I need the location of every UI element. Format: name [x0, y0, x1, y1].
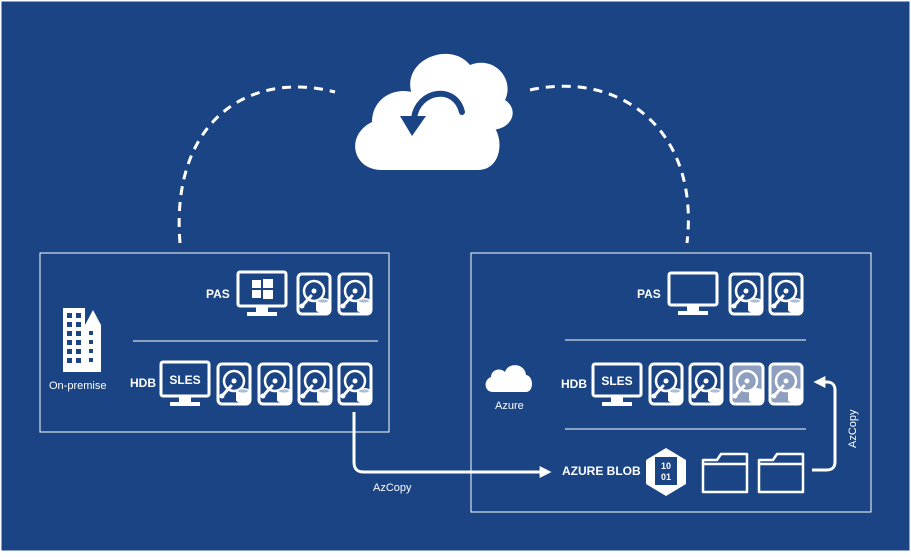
onprem-hdb-disk-1-icon [216, 362, 252, 406]
azure-box: Azure PAS HDB SLES AZURE BLOB 10 01 [470, 252, 872, 513]
windows-monitor-icon [236, 270, 288, 316]
azure-hdb-label: HDB [561, 377, 587, 391]
azure-cloud-icon [485, 365, 532, 392]
azcopy-label-right: AzCopy [847, 409, 859, 448]
cloud-sync-icon [355, 53, 513, 170]
buildings-icon [63, 308, 101, 372]
dashed-link-left [177, 85, 336, 244]
azcopy-arrow-to-hdb [812, 376, 837, 472]
onprem-hdb-disk-2-icon [257, 362, 293, 406]
onprem-sles-monitor-icon [159, 360, 211, 406]
azure-hdb-disk-2-icon [688, 362, 724, 406]
azure-hdb-disk-3-icon [729, 362, 765, 406]
onprem-pas-disk-2-icon [337, 272, 373, 316]
svg-text:10: 10 [661, 461, 671, 471]
azure-pas-disk-1-icon [728, 272, 764, 316]
onprem-hdb-disk-4-icon [337, 362, 373, 406]
onprem-hdb-label: HDB [130, 376, 156, 390]
blob-storage-icon: 10 01 [646, 448, 686, 496]
azure-sles-monitor-icon [591, 362, 643, 406]
azure-pas-disk-2-icon [768, 272, 804, 316]
azcopy-arrow-to-blob [352, 412, 552, 478]
azure-sles-label: SLES [601, 374, 632, 388]
onprem-box: On-premise PAS HDB SLES [39, 252, 390, 433]
azure-site-label: Azure [495, 400, 524, 412]
onprem-pas-label: PAS [206, 287, 230, 301]
onprem-hdb-disk-3-icon [297, 362, 333, 406]
onprem-pas-disk-1-icon [296, 272, 332, 316]
svg-text:01: 01 [661, 472, 671, 482]
azcopy-label-bottom: AzCopy [373, 482, 412, 494]
onprem-site-label: On-premise [49, 380, 106, 392]
azure-hdb-disk-1-icon [648, 362, 684, 406]
azure-blob-label: AZURE BLOB [562, 464, 641, 478]
azure-pas-label: PAS [637, 287, 661, 301]
azure-hdb-disk-4-icon [768, 362, 804, 406]
dashed-link-right [529, 84, 690, 244]
onprem-sles-label: SLES [169, 373, 200, 387]
azure-pas-monitor-icon [667, 271, 719, 315]
